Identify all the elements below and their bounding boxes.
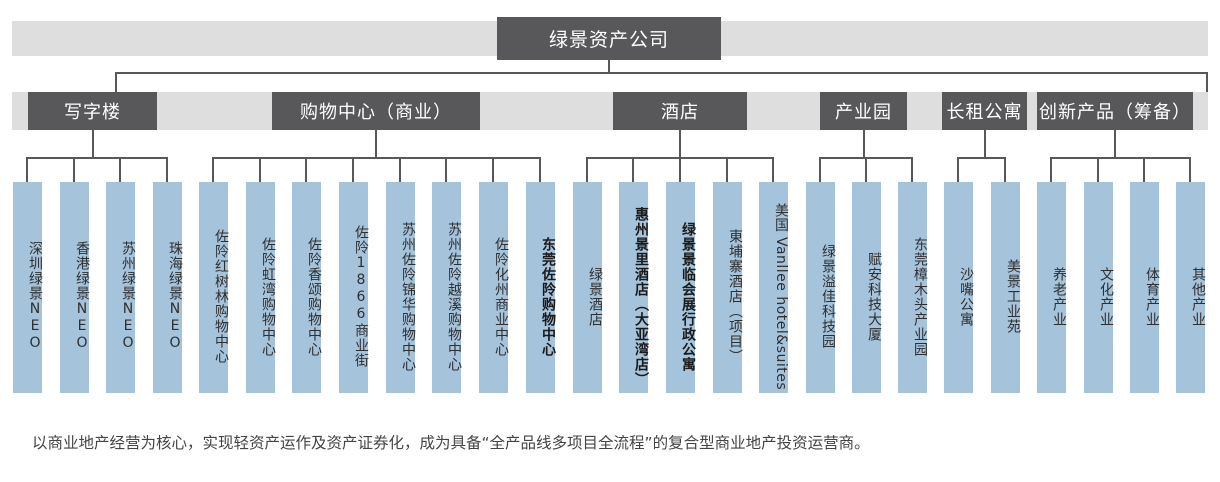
leaf-connector [399,157,401,182]
category-node: 产业园 [820,92,907,130]
category-connector [984,130,986,158]
leaf-connector [1050,157,1052,182]
leaf-node: 绿景溢佳科技园 [806,182,836,393]
leaf-node: 绿景景临会展行政公寓 [666,182,696,393]
leaf-node: 惠州景里酒店（大亚湾店） [619,182,649,393]
category-node: 购物中心（商业） [272,92,480,130]
leaf-node: 佐阾虹湾购物中心 [246,182,276,393]
leaf-node: 香港绿景NEO [60,182,90,393]
category-connector [375,130,377,158]
root-node: 绿景资产公司 [497,17,721,60]
leaf-connector [1189,157,1191,182]
leaf-connector [352,157,354,182]
leaf-connector [445,157,447,182]
category-bracket [26,157,168,159]
category-node: 酒店 [613,92,747,130]
leaf-connector [632,157,634,182]
leaf-node: 赋安科技大厦 [852,182,882,393]
leaf-node: 绿景酒店 [573,182,603,393]
category-bracket [1050,157,1191,159]
leaf-node: 東埔寨酒店（项目） [713,182,743,393]
leaf-node: 美景工业苑 [991,182,1021,393]
category-bracket [212,157,541,159]
leaf-connector [726,157,728,182]
leaf-node: 佐阾化州商业中心 [479,182,509,393]
category-connector [1114,130,1116,158]
footnote: 以商业地产经营为核心，实现轻资产运作及资产证券化，成为具备“全产品线多项目全流程… [32,434,870,452]
leaf-node: 文化产业 [1084,182,1114,393]
root-connector [608,60,610,73]
leaf-node: 苏州佐阾越溪购物中心 [432,182,462,393]
leaf-connector [586,157,588,182]
leaf-connector [911,157,913,182]
category-band [12,92,1208,130]
leaf-node: 其他产业 [1176,182,1206,393]
leaf-connector [957,157,959,182]
leaf-connector [539,157,541,182]
leaf-connector [1143,157,1145,182]
category-node: 写字楼 [28,92,157,130]
category-bracket [957,157,1006,159]
leaf-node: 苏州绿景NEO [106,182,136,393]
leaf-connector [26,157,28,182]
leaf-node: 养老产业 [1037,182,1067,393]
leaf-node: 珠海绿景NEO [153,182,183,393]
leaf-connector [166,157,168,182]
trunk-drop-left [115,72,117,92]
leaf-connector [305,157,307,182]
leaf-node: 佐阾1866商业街 [339,182,369,393]
leaf-node: 深圳绿景NEO [13,182,43,393]
leaf-connector [1004,157,1006,182]
leaf-node: 佐阾香颂购物中心 [292,182,322,393]
leaf-connector [73,157,75,182]
trunk-drop-right [1206,72,1208,92]
leaf-connector [1097,157,1099,182]
leaf-node: 东莞佐阾购物中心 [526,182,556,393]
leaf-connector [819,157,821,182]
leaf-node: 美国 Vanllee hotel&suites [759,182,789,393]
root-trunk [115,72,1208,74]
leaf-connector [119,157,121,182]
category-node: 创新产品（筹备） [1037,92,1193,130]
category-connector [92,130,94,158]
leaf-node: 沙嘴公寓 [944,182,974,393]
category-connector [863,130,865,158]
leaf-connector [679,157,681,182]
leaf-node: 体育产业 [1130,182,1160,393]
leaf-node: 苏州佐阾锦华购物中心 [386,182,416,393]
leaf-connector [212,157,214,182]
category-connector [679,130,681,158]
leaf-connector [492,157,494,182]
leaf-connector [772,157,774,182]
category-node: 长租公寓 [942,92,1027,130]
leaf-connector [259,157,261,182]
leaf-connector [865,157,867,182]
leaf-node: 东莞樟木头产业园 [898,182,928,393]
leaf-node: 佐阾红树林购物中心 [199,182,229,393]
